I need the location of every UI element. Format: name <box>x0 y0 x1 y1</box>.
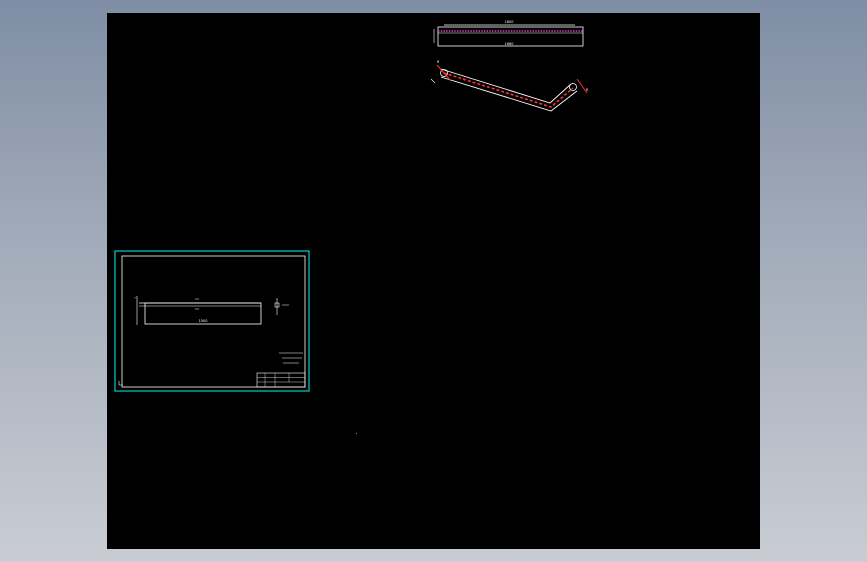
link-outline-lower <box>440 76 578 112</box>
cad-model-space[interactable]: 1800 1680 R R <box>107 13 760 549</box>
title-block[interactable] <box>256 372 306 388</box>
right-pin-hole <box>569 83 577 91</box>
left-leader <box>430 78 436 84</box>
top-view-plate[interactable]: 1800 1680 <box>433 20 584 47</box>
link-outline-upper <box>440 68 572 104</box>
right-cross-mark <box>576 78 588 94</box>
left-radius-label: R <box>437 60 440 64</box>
layout-sheet[interactable]: ⌐ 1500 <box>114 250 310 392</box>
bottom-dimension-text: 1680 <box>505 42 514 46</box>
sheet-inner-border <box>121 255 306 388</box>
bar-length-text: 1500 <box>199 319 208 323</box>
link-view[interactable]: R R <box>430 60 589 112</box>
title-block-frame <box>256 372 306 388</box>
link-centerline <box>443 72 574 108</box>
bar-center-mark <box>195 298 199 310</box>
plate-outline <box>437 26 584 47</box>
right-radius-label: R <box>586 88 589 92</box>
section-profile <box>274 302 280 308</box>
top-dimension-text: 1800 <box>505 20 514 24</box>
left-cross-mark <box>436 64 452 82</box>
stray-point <box>356 433 357 434</box>
left-pin-hole <box>440 69 448 77</box>
drawing-canvas[interactable]: 1800 1680 R R <box>107 13 760 549</box>
ucs-icon <box>118 381 123 386</box>
bar-height-text: ⌐ <box>134 296 137 300</box>
sheet-outer-frame <box>114 250 310 392</box>
